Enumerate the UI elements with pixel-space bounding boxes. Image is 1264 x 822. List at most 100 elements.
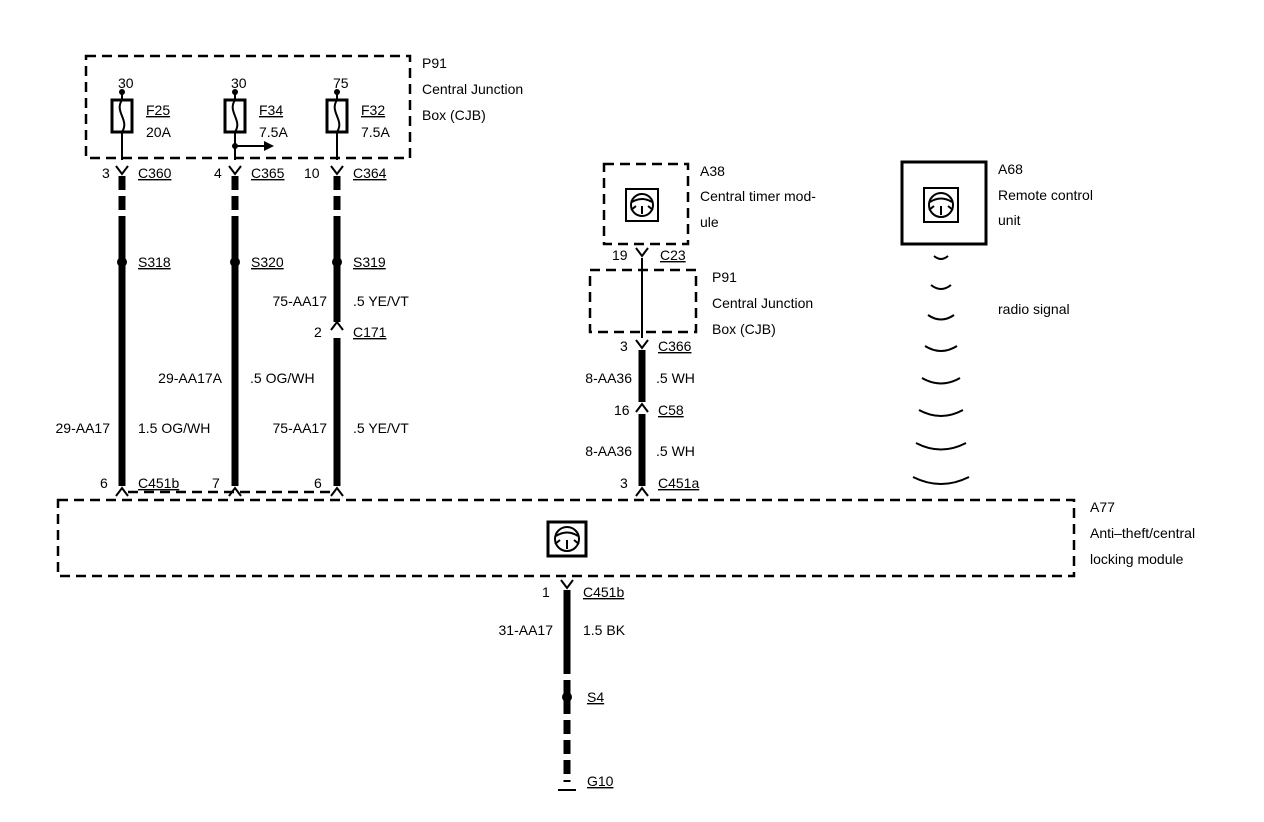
connector-pin-icon xyxy=(228,486,242,497)
c451a-label: C451a xyxy=(658,475,699,491)
fuse-f34-supply: 30 xyxy=(231,75,247,91)
wire-75-lower-circuit: 75-AA17 xyxy=(273,420,328,436)
wire-29a-circuit: 29-AA17A xyxy=(158,370,222,386)
c364-label: C364 xyxy=(353,165,387,181)
a38-line1: Central timer mod- xyxy=(700,188,816,204)
a68-module-icon xyxy=(923,187,959,223)
splice-dot-icon xyxy=(332,257,342,267)
connector-pin-icon xyxy=(635,486,649,497)
c451a-pin: 3 xyxy=(620,475,628,491)
p91-mid-line2: Box (CJB) xyxy=(712,321,776,337)
radio-signal-waves xyxy=(912,255,970,485)
connector-pin-icon xyxy=(330,486,344,497)
fuse-f25 xyxy=(110,89,134,160)
fuse-f25-supply: 30 xyxy=(118,75,134,91)
c451b-label-top: C451b xyxy=(138,475,179,491)
a68-box xyxy=(900,160,988,246)
p91-top-box xyxy=(84,54,412,160)
splice-dot-icon xyxy=(230,257,240,267)
fuse-f25-id: F25 xyxy=(146,102,170,118)
c58-pin: 16 xyxy=(614,402,630,418)
connector-pin-icon xyxy=(115,165,129,176)
fuse-f25-rating: 20A xyxy=(146,124,172,140)
c366-label: C366 xyxy=(658,338,692,354)
c364-pin: 10 xyxy=(304,165,320,181)
a68-line2: unit xyxy=(998,212,1021,228)
wire-8-aa36 xyxy=(635,339,649,497)
a38-module-icon xyxy=(625,188,659,222)
fuse-f34-id: F34 xyxy=(259,102,283,118)
a38-line2: ule xyxy=(700,214,719,230)
wire-29-aa17 xyxy=(115,165,129,497)
wire-29-circuit: 29-AA17 xyxy=(56,420,111,436)
wire-75-aa17 xyxy=(330,165,344,497)
p91-top-line2: Box (CJB) xyxy=(422,107,486,123)
splice-dot-icon xyxy=(117,257,127,267)
wire-8-upper-circuit: 8-AA36 xyxy=(585,370,632,386)
ground-spec: 1.5 BK xyxy=(583,622,626,638)
fuse-f32-id: F32 xyxy=(361,102,385,118)
splice-s4: S4 xyxy=(587,689,604,705)
splice-s320: S320 xyxy=(251,254,284,270)
connector-pin-icon xyxy=(560,579,574,590)
splice-s319: S319 xyxy=(353,254,386,270)
connector-pin-icon xyxy=(635,402,649,413)
connector-pin-icon xyxy=(635,247,649,258)
p91-mid-line1: Central Junction xyxy=(712,295,813,311)
wire-75-upper-spec: .5 YE/VT xyxy=(353,293,409,309)
wire-75-upper-circuit: 75-AA17 xyxy=(273,293,328,309)
wire-8-upper-spec: .5 WH xyxy=(656,370,695,386)
ground-connector: C451b xyxy=(583,584,624,600)
fuse-f34 xyxy=(223,89,274,160)
a77-line1: Anti–theft/central xyxy=(1090,525,1195,541)
wire-29-aa17a xyxy=(228,165,242,497)
c360-label: C360 xyxy=(138,165,172,181)
connector-pin-icon xyxy=(228,165,242,176)
a77-box xyxy=(56,498,1076,578)
connector-pin-icon xyxy=(330,320,344,331)
p91-top-line1: Central Junction xyxy=(422,81,523,97)
wire-29-spec: 1.5 OG/WH xyxy=(138,420,210,436)
fuse-f34-rating: 7.5A xyxy=(259,124,288,140)
connector-pin-icon xyxy=(115,486,129,497)
p91-mid-id: P91 xyxy=(712,269,737,285)
fuse-f32 xyxy=(325,89,349,160)
a77-module-icon xyxy=(546,520,588,558)
wire-29a-spec: .5 OG/WH xyxy=(250,370,315,386)
c451b-pin-a: 6 xyxy=(100,475,108,491)
a77-line2: locking module xyxy=(1090,551,1184,567)
ground-circuit-id: 31-AA17 xyxy=(499,622,554,638)
c451b-pin-c: 6 xyxy=(314,475,322,491)
c451b-pin-b: 7 xyxy=(212,475,220,491)
c171-label: C171 xyxy=(353,324,387,340)
fuse-f32-rating: 7.5A xyxy=(361,124,390,140)
c365-pin: 4 xyxy=(214,165,222,181)
connector-pin-icon xyxy=(330,165,344,176)
ground-pin: 1 xyxy=(542,584,550,600)
c23-label: C23 xyxy=(660,247,686,263)
c58-label: C58 xyxy=(658,402,684,418)
a38-box xyxy=(602,162,690,246)
wire-31-aa17 xyxy=(558,579,576,791)
c23-pin: 19 xyxy=(612,247,628,263)
fuse-f32-supply: 75 xyxy=(333,75,349,91)
connector-pin-icon xyxy=(635,339,649,350)
c360-pin: 3 xyxy=(102,165,110,181)
c365-label: C365 xyxy=(251,165,285,181)
a77-id: A77 xyxy=(1090,499,1115,515)
a68-line1: Remote control xyxy=(998,187,1093,203)
wire-8-lower-circuit: 8-AA36 xyxy=(585,443,632,459)
arrow-right-icon xyxy=(264,141,274,151)
c366-pin: 3 xyxy=(620,338,628,354)
ground-g10: G10 xyxy=(587,773,614,789)
c171-pin: 2 xyxy=(314,324,322,340)
p91-top-id: P91 xyxy=(422,55,447,71)
splice-s318: S318 xyxy=(138,254,171,270)
wire-75-lower-spec: .5 YE/VT xyxy=(353,420,409,436)
splice-dot-icon xyxy=(562,692,572,702)
wire-8-lower-spec: .5 WH xyxy=(656,443,695,459)
a68-id: A68 xyxy=(998,161,1023,177)
a38-id: A38 xyxy=(700,163,725,179)
